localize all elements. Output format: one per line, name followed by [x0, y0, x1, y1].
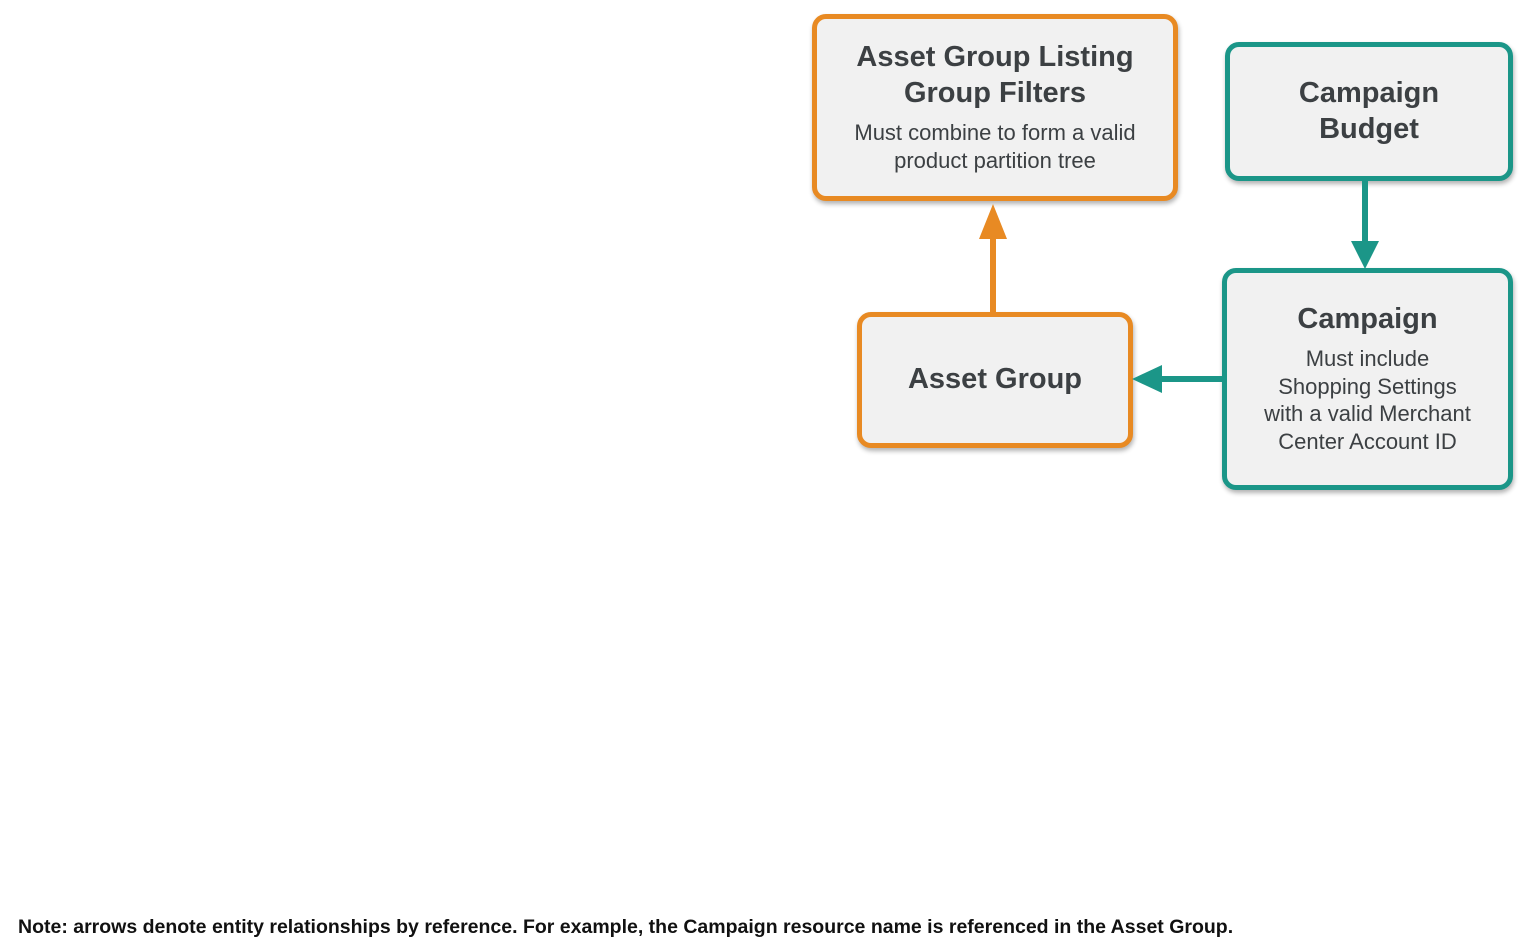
arrow-asset-group-to-listing-filters-head — [979, 204, 1007, 239]
node-subtitle: Must combine to form a valid product par… — [854, 120, 1136, 173]
arrow-campaign-to-asset-group-line — [1160, 376, 1223, 382]
arrow-asset-group-to-listing-filters-line — [990, 238, 996, 312]
node-subtitle: Must include Shopping Settings with a va… — [1264, 345, 1471, 455]
node-title: Asset Group Listing Group Filters — [856, 41, 1134, 110]
node-title: Campaign — [1297, 302, 1438, 335]
node-asset-group: Asset Group — [857, 312, 1133, 448]
footnote: Note: arrows denote entity relationships… — [18, 916, 1234, 938]
node-asset-group-listing-group-filters: Asset Group Listing Group Filters Must c… — [812, 14, 1178, 201]
node-campaign-budget: Campaign Budget — [1225, 42, 1513, 181]
node-title: Asset Group — [907, 363, 1083, 396]
arrow-campaign-budget-to-campaign-head — [1351, 241, 1379, 269]
arrow-campaign-budget-to-campaign-line — [1362, 180, 1368, 242]
node-title: Campaign Budget — [1298, 76, 1440, 145]
arrow-campaign-to-asset-group-head — [1132, 365, 1162, 393]
node-campaign: Campaign Must include Shopping Settings … — [1222, 268, 1513, 490]
